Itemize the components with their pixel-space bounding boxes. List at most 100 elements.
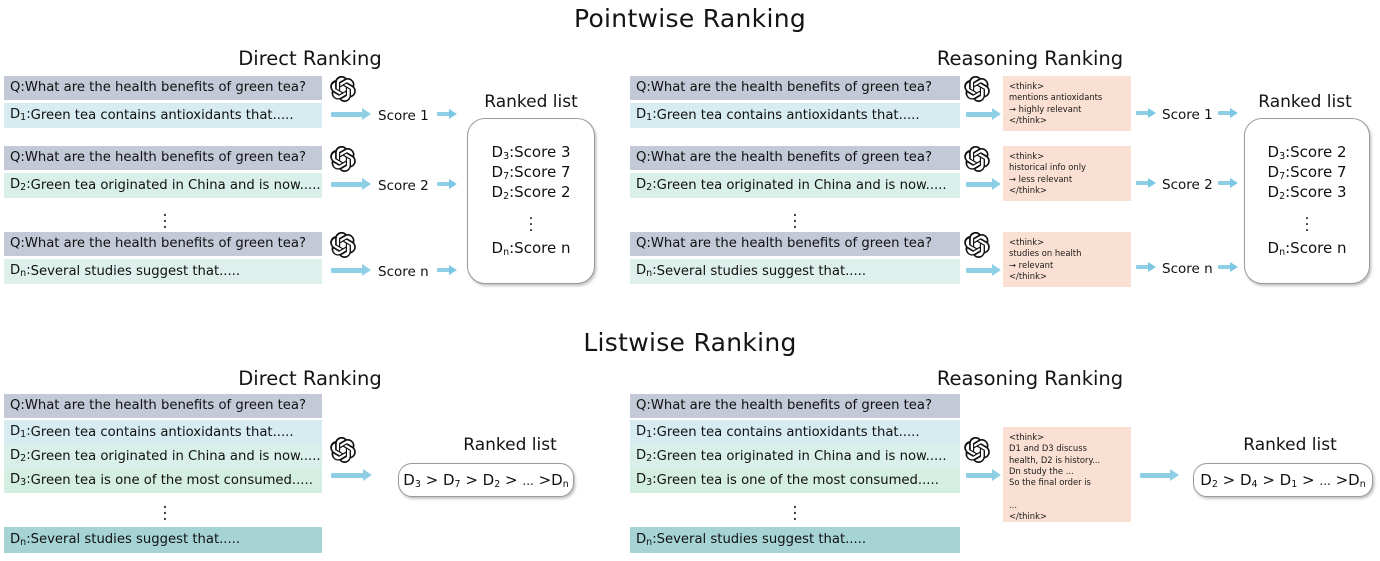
think-block: <think> historical info only → less rele… <box>1003 146 1131 201</box>
query-row: Q:What are the health benefits of green … <box>4 394 322 418</box>
doc-text: Several studies suggest that..... <box>30 532 241 548</box>
query-row: Q:What are the health benefits of green … <box>630 232 960 256</box>
doc-label: D1: <box>636 424 657 441</box>
arrow-right-icon <box>1218 262 1240 272</box>
arrow-right-icon <box>1218 108 1240 118</box>
section-title-listwise: Listwise Ranking <box>583 328 797 357</box>
doc-text: Green tea contains antioxidants that....… <box>30 424 294 440</box>
column-title-pointwise-reasoning: Reasoning Ranking <box>936 47 1124 70</box>
ranked-list-title: Ranked list <box>484 92 578 112</box>
openai-logo-icon <box>964 231 990 262</box>
document-row-d1: D1: Green tea contains antioxidants that… <box>4 103 322 128</box>
arrow-right-icon <box>1136 178 1158 188</box>
score-label: Score n <box>378 264 429 280</box>
ranked-list-box: D3:Score 3 D7:Score 7 D2:Score 2 ... Dn:… <box>467 118 595 284</box>
arrow-right-icon <box>966 264 1004 276</box>
query-row: Q:What are the health benefits of green … <box>4 146 322 170</box>
column-title-listwise-direct: Direct Ranking <box>238 367 382 390</box>
vertical-ellipsis-icon: ... <box>162 493 168 525</box>
ranked-list-item: D7:Score 7 <box>1267 162 1347 182</box>
document-row-d1: D1: Green tea contains antioxidants that… <box>630 103 960 128</box>
document-row-dn: Dn:Several studies suggest that..... <box>4 527 322 553</box>
arrow-right-icon <box>437 265 459 275</box>
arrow-right-icon <box>1218 178 1240 188</box>
ranked-list-item: D3:Score 3 <box>491 142 571 162</box>
column-title-pointwise-direct: Direct Ranking <box>238 47 382 70</box>
document-row-d2: D2:Green tea originated in China and is … <box>630 173 960 198</box>
vertical-ellipsis-icon: ... <box>1304 205 1310 236</box>
ranked-list-title: Ranked list <box>463 435 557 455</box>
doc-text: Several studies suggest that..... <box>656 263 867 279</box>
vertical-ellipsis-icon: ... <box>528 205 534 236</box>
arrow-right-icon <box>331 264 373 276</box>
doc-text: Green tea contains antioxidants that....… <box>30 107 294 123</box>
ranked-list-title: Ranked list <box>1258 92 1352 112</box>
arrow-right-icon <box>437 179 459 189</box>
doc-label: D3: <box>636 472 657 489</box>
document-row-dn: Dn:Several studies suggest that..... <box>630 527 960 553</box>
arrow-right-icon <box>966 108 1004 120</box>
doc-label: D3: <box>10 472 31 489</box>
arrow-right-icon <box>331 178 373 190</box>
ranked-list-sequence: D2 > D4 > D1 > ... >Dn <box>1200 470 1366 490</box>
score-label: Score 1 <box>1162 107 1213 123</box>
think-block: <think> mentions antioxidants → highly r… <box>1003 76 1131 131</box>
doc-text: Several studies suggest that..... <box>30 263 241 279</box>
doc-label: D1: <box>636 107 657 124</box>
doc-text: Green tea originated in China and is now… <box>30 448 321 464</box>
document-row-d2: D2:Green tea originated in China and is … <box>4 445 322 468</box>
vertical-ellipsis-icon: ... <box>792 201 798 233</box>
ranked-list-box: D3 > D7 > D2 > ... >Dn <box>398 463 574 497</box>
arrow-right-icon <box>1136 108 1158 118</box>
column-title-listwise-reasoning: Reasoning Ranking <box>936 367 1124 390</box>
doc-label: Dn: <box>636 531 657 548</box>
doc-label: D2: <box>10 177 31 194</box>
ranked-list-item: Dn:Score n <box>491 239 571 259</box>
doc-label: Dn: <box>10 263 31 280</box>
arrow-right-icon <box>1136 262 1158 272</box>
doc-text: Green tea is one of the most consumed...… <box>30 472 313 488</box>
arrow-right-icon <box>437 109 459 119</box>
arrow-right-icon <box>966 178 1004 190</box>
score-label: Score 2 <box>378 178 429 194</box>
doc-text: Green tea originated in China and is now… <box>656 177 947 193</box>
query-row: Q:What are the health benefits of green … <box>4 76 322 100</box>
arrow-right-icon <box>966 469 1004 481</box>
document-row-d3: D3:Green tea is one of the most consumed… <box>630 468 960 493</box>
doc-text: Green tea originated in China and is now… <box>656 448 947 464</box>
score-label: Score n <box>1162 261 1213 277</box>
vertical-ellipsis-icon: ... <box>162 201 168 233</box>
doc-text: Green tea originated in China and is now… <box>30 177 321 193</box>
score-label: Score 2 <box>1162 177 1213 193</box>
query-row: Q:What are the health benefits of green … <box>630 146 960 170</box>
doc-label: D2: <box>636 448 657 465</box>
think-block: <think> studies on health → relevant </t… <box>1003 232 1131 287</box>
query-row: Q:What are the health benefits of green … <box>630 394 960 418</box>
doc-label: D1: <box>10 424 31 441</box>
doc-label: D2: <box>10 448 31 465</box>
openai-logo-icon <box>964 75 990 106</box>
vertical-ellipsis-icon: ... <box>792 493 798 525</box>
doc-text: Green tea is one of the most consumed...… <box>656 472 939 488</box>
document-row-d3: D3:Green tea is one of the most consumed… <box>4 468 322 493</box>
arrow-right-icon <box>331 469 375 481</box>
doc-label: Dn: <box>10 531 31 548</box>
score-label: Score 1 <box>378 108 429 124</box>
section-title-pointwise: Pointwise Ranking <box>573 4 807 33</box>
openai-logo-icon <box>330 75 356 106</box>
doc-text: Green tea contains antioxidants that....… <box>656 107 920 123</box>
query-row: Q:What are the health benefits of green … <box>4 232 322 256</box>
doc-label: Dn: <box>636 263 657 280</box>
ranked-list-box: D3:Score 2 D7:Score 7 D2:Score 3 ... Dn:… <box>1244 118 1370 284</box>
doc-label: D2: <box>636 177 657 194</box>
ranked-list-item: D2:Score 3 <box>1267 183 1347 202</box>
openai-logo-icon <box>330 145 356 176</box>
ranked-list-sequence: D3 > D7 > D2 > ... >Dn <box>403 470 569 490</box>
openai-logo-icon <box>330 436 356 467</box>
doc-label: D1: <box>10 107 31 124</box>
document-row-d2: D2:Green tea originated in China and is … <box>4 173 322 198</box>
openai-logo-icon <box>964 145 990 176</box>
document-row-d1: D1: Green tea contains antioxidants that… <box>4 420 322 445</box>
query-row: Q:What are the health benefits of green … <box>630 76 960 100</box>
